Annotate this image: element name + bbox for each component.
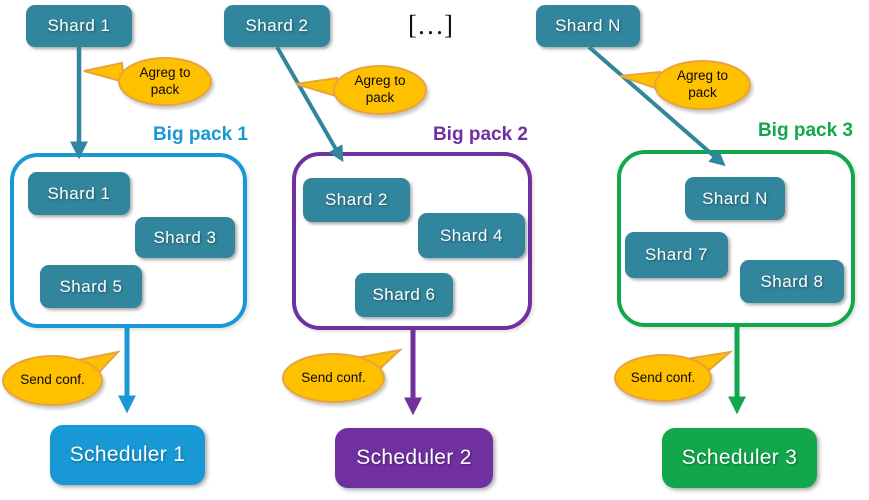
send-bubble-2: Send conf. <box>282 353 385 403</box>
agreg-bubble-1: Agreg to pack <box>118 57 212 106</box>
source-shard-2: Shard 2 <box>224 5 330 47</box>
scheduler-2-box: Scheduler 2 <box>335 428 493 488</box>
scheduler-3-box: Scheduler 3 <box>662 428 817 488</box>
agreg-bubble-1-text: Agreg to pack <box>139 64 191 97</box>
agreg-bubble-3-text: Agreg to pack <box>676 68 729 100</box>
big-pack-2-label: Big pack 2 <box>432 124 528 145</box>
send-bubble-3: Send conf. <box>614 354 712 402</box>
agreg-bubble-2-text: Agreg to pack <box>354 73 406 105</box>
source-shard-1: Shard 1 <box>26 5 132 47</box>
arrow-shard2-to-pack2 <box>275 46 344 163</box>
agreg-bubble-3: Agreg to pack <box>654 60 751 110</box>
pack1-shard-3: Shard 3 <box>135 217 235 258</box>
source-shard-n: Shard N <box>536 5 640 47</box>
agreg-bubble-2: Agreg to pack <box>333 65 427 115</box>
pack3-shard-n: Shard N <box>685 177 785 220</box>
pack1-shard-1: Shard 1 <box>28 172 130 215</box>
pack3-shard-7: Shard 7 <box>625 232 728 278</box>
big-pack-1-label: Big pack 1 <box>152 124 248 145</box>
send-bubble-1-text: Send conf. <box>20 372 85 388</box>
pack3-shard-8: Shard 8 <box>740 260 844 303</box>
scheduler-1-box: Scheduler 1 <box>50 425 205 485</box>
send-bubble-1: Send conf. <box>2 355 103 406</box>
send-bubble-2-text: Send conf. <box>301 369 366 385</box>
ellipsis-more-shards: […] <box>408 10 453 40</box>
pack2-shard-4: Shard 4 <box>418 213 525 258</box>
big-pack-3-label: Big pack 3 <box>757 120 853 141</box>
pack2-shard-6: Shard 6 <box>355 273 453 317</box>
pack1-shard-5: Shard 5 <box>40 265 142 308</box>
pack2-shard-2: Shard 2 <box>303 178 410 222</box>
send-bubble-3-text: Send conf. <box>630 369 696 385</box>
